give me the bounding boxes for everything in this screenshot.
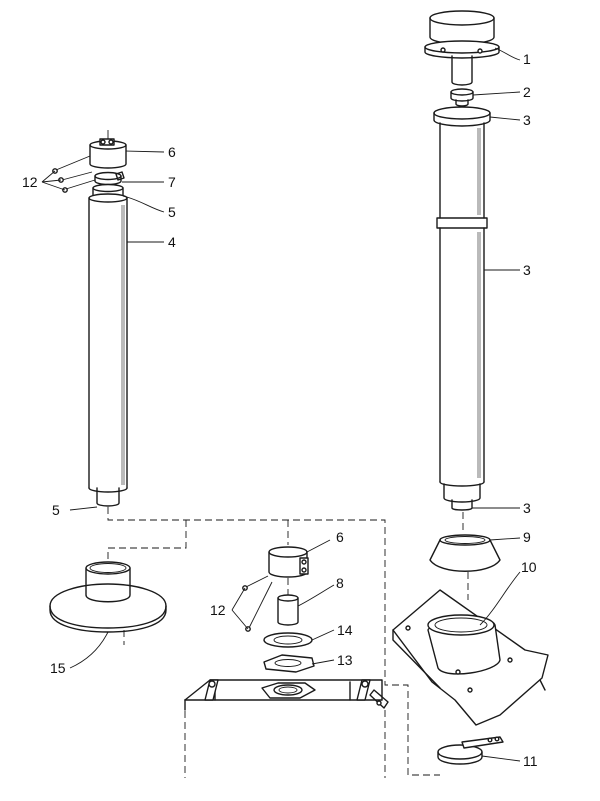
seal-ring-left [94, 171, 125, 186]
right-pipe-assembly [392, 10, 549, 765]
label-6-left: 6 [168, 144, 176, 160]
base-mount-panel [184, 679, 389, 711]
ring-gasket-13 [263, 654, 315, 673]
label-12-middle: 12 [210, 602, 226, 618]
mounting-clamp [437, 736, 504, 765]
label-5-top: 5 [168, 204, 176, 220]
leader-lines [69, 47, 521, 762]
label-12-left: 12 [22, 174, 38, 190]
label-4: 4 [168, 234, 176, 250]
clamp-band-top [89, 130, 127, 169]
ring-gasket-14 [263, 632, 313, 648]
label-3-bottom: 3 [523, 500, 531, 516]
screws-middle [231, 575, 273, 632]
label-11: 11 [523, 753, 538, 769]
label-3-mid: 3 [523, 262, 531, 278]
label-9: 9 [523, 529, 531, 545]
flashing-plate [49, 561, 167, 633]
label-13: 13 [337, 652, 353, 668]
label-14: 14 [337, 622, 353, 638]
left-pipe-assembly [41, 130, 167, 633]
label-2: 2 [523, 84, 531, 100]
part-number-labels: 1 2 3 3 3 4 5 5 6 6 7 8 9 10 11 12 12 13… [22, 51, 538, 769]
label-15: 15 [50, 660, 66, 676]
pipe-long-left [88, 193, 128, 507]
label-7: 7 [168, 174, 176, 190]
assembly-guide-lines [107, 507, 469, 778]
seal-ring-right [450, 88, 474, 107]
label-10: 10 [521, 559, 537, 575]
label-6-middle: 6 [336, 529, 344, 545]
label-5-bottom: 5 [52, 502, 60, 518]
roof-collar [429, 534, 501, 572]
clamp-band-middle [268, 546, 309, 578]
outer-pipe [433, 106, 491, 511]
label-1: 1 [523, 51, 531, 67]
roof-flashing [392, 589, 549, 726]
short-pipe [277, 594, 299, 626]
label-3-top: 3 [523, 112, 531, 128]
label-8: 8 [336, 575, 344, 591]
screws-left [41, 155, 96, 193]
terminal-cap [424, 10, 500, 86]
middle-assembly [184, 546, 389, 711]
